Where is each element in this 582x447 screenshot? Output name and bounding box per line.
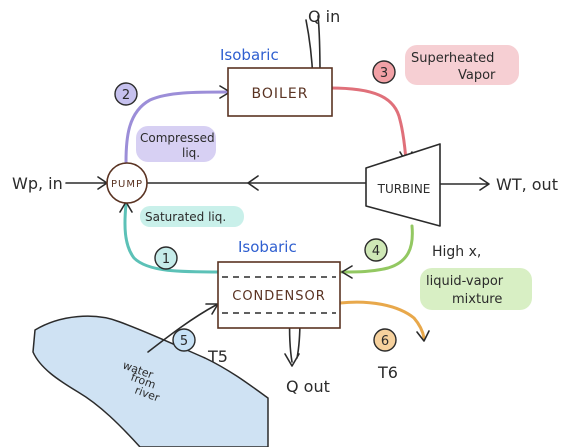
wt-out-label: WT, out <box>496 175 558 194</box>
boiler-box <box>227 67 333 117</box>
state-3-circle <box>372 60 396 84</box>
state-6-circle <box>373 328 397 352</box>
saturated-label: Saturated liq. <box>145 210 226 224</box>
river-water <box>32 315 269 447</box>
compressed-line-2: liq. <box>182 146 200 160</box>
mixture-line-2: mixture <box>452 292 502 307</box>
state-5-circle <box>172 328 196 352</box>
pump-circle <box>106 162 148 204</box>
superheated-highlight <box>405 45 519 85</box>
turbine-to-condenser-line <box>340 224 414 274</box>
condenser-label: CONDENSOR <box>232 289 326 304</box>
compressed-highlight <box>136 126 216 162</box>
shaft-arrow <box>247 175 259 191</box>
state-2-label: 2 <box>122 88 130 103</box>
t5-label: T5 <box>207 347 228 366</box>
isobaric-bottom-label: Isobaric <box>238 238 297 256</box>
turbine-label: TURBINE <box>377 182 431 196</box>
state-5-label: 5 <box>180 334 188 349</box>
superheated-line-2: Vapor <box>458 68 496 83</box>
state-1-circle <box>154 246 178 270</box>
wp-in-arrow <box>65 176 108 190</box>
pump-to-boiler-line <box>124 90 230 164</box>
q-in-label: Q in <box>308 7 340 26</box>
saturated-highlight <box>140 206 244 227</box>
state-4-label: 4 <box>372 244 380 259</box>
condenser-outflow-arrow <box>416 330 430 342</box>
pump-label: PUMP <box>111 179 143 190</box>
high-x-label: High x, <box>432 244 481 260</box>
condenser-box <box>217 261 341 329</box>
wt-out-arrow <box>435 177 490 191</box>
boiler-to-turbine-line <box>328 86 408 162</box>
condenser-dashes <box>222 276 336 314</box>
t6-label: T6 <box>377 363 398 382</box>
wp-in-label: Wp, in <box>12 174 63 193</box>
state-1-label: 1 <box>162 252 170 267</box>
state-4-circle <box>364 238 388 262</box>
q-out-label: Q out <box>286 377 330 396</box>
state-2-circle <box>114 82 138 106</box>
compressed-line-1: Compressed <box>140 131 215 145</box>
mixture-highlight <box>420 268 532 310</box>
boiler-label: BOILER <box>252 86 309 102</box>
turbine-shape <box>365 143 441 227</box>
river-inflow-line <box>147 304 217 353</box>
condenser-outflow-line <box>338 300 426 340</box>
mixture-line-1: liquid-vapor <box>426 274 504 289</box>
turbine-to-condenser-arrow <box>341 265 353 279</box>
state-6-label: 6 <box>381 334 389 349</box>
state-3-label: 3 <box>380 66 388 81</box>
superheated-line-1: Superheated <box>411 51 494 66</box>
isobaric-top-label: Isobaric <box>220 46 279 64</box>
condenser-to-pump-line <box>123 202 224 274</box>
